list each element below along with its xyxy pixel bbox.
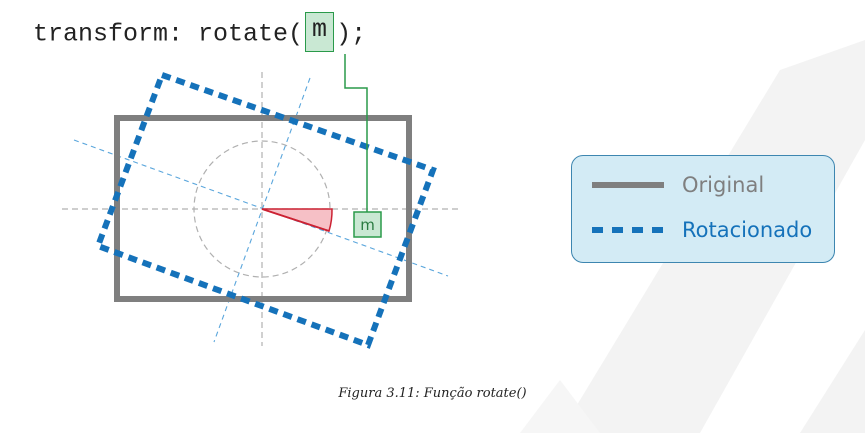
code-parameter: m	[312, 15, 328, 44]
original-line-swatch	[592, 182, 664, 188]
figure-caption: Figura 3.11: Função rotate()	[338, 386, 527, 401]
code-line: transform: rotate( m);	[33, 12, 367, 54]
code-suffix: );	[336, 19, 367, 49]
rotated-rectangle	[94, 71, 437, 349]
legend: Original Rotacionado	[571, 155, 835, 263]
angle-ray	[261, 208, 330, 232]
angle-label: m	[360, 216, 375, 234]
original-rectangle	[114, 115, 412, 302]
legend-item-original: Original	[592, 170, 764, 200]
rotated-line-swatch	[592, 227, 664, 233]
angle-label-box	[353, 211, 382, 238]
legend-label-rotated: Rotacionado	[682, 218, 813, 242]
code-parameter-box: m	[305, 12, 335, 52]
code-prefix: transform: rotate(	[33, 19, 304, 49]
parameter-connector	[344, 54, 368, 212]
legend-item-rotated: Rotacionado	[592, 215, 812, 245]
rotated-horizontal-axis	[73, 139, 449, 277]
legend-label-original: Original	[682, 173, 765, 197]
